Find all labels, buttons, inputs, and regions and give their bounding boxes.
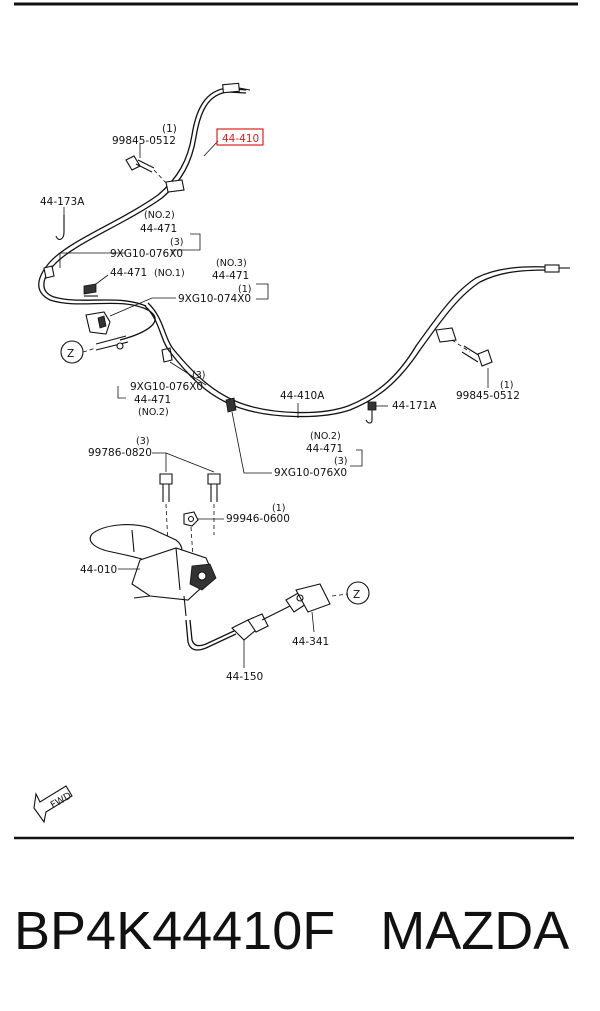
footer-part-number: BP4K44410F [14, 901, 336, 961]
rear-cable-44-410a [144, 264, 570, 418]
fwd-arrow: FWD [33, 785, 74, 824]
front-cable-44-410 [38, 82, 251, 341]
label-no2-top: (NO.2) [144, 210, 175, 221]
label-9xg10-076x0-bottom: 9XG10-076X0 [274, 467, 347, 479]
label-44-150: 44-150 [226, 671, 263, 683]
bolts-99786-0820 [159, 473, 221, 546]
label-no2-bottom: (NO.2) [310, 431, 341, 442]
equalizer-bracket [85, 311, 129, 351]
label-9xg10-076x0-left: 9XG10-076X0 [130, 381, 203, 393]
cable-bracket-44-341 [261, 583, 331, 633]
qty-3-bolt: (3) [136, 436, 149, 447]
label-44-010: 44-010 [80, 564, 117, 576]
qty-99845-0512-right: (1) [500, 380, 513, 391]
label-no3: (NO.3) [216, 258, 247, 269]
label-9xg10-076x0-top: 9XG10-076X0 [110, 248, 183, 260]
label-no1: (NO.1) [154, 268, 185, 279]
label-44-471-top: 44-471 [140, 223, 177, 235]
detail-z-callout-left: Z [60, 340, 97, 364]
label-44-471-no1: 44-471 [110, 267, 147, 279]
detail-z-callout-right: Z [331, 581, 370, 605]
clip-44-171a [365, 401, 377, 424]
qty-3-left: (3) [192, 370, 205, 381]
label-44-471-bottom: 44-471 [306, 443, 343, 455]
label-9xg10-074x0: 9XG10-074X0 [178, 293, 251, 305]
parking-brake-lever-44-010 [89, 524, 217, 617]
nut-99946-0600 [183, 511, 199, 559]
label-44-341: 44-341 [292, 636, 329, 648]
label-44-173a: 44-173A [40, 196, 85, 208]
label-44-171a: 44-171A [392, 400, 437, 412]
label-44-471-left: 44-471 [134, 394, 171, 406]
z-label-left: Z [67, 348, 74, 360]
cable-clip-no2-top [43, 265, 55, 279]
label-44-410a: 44-410A [280, 390, 325, 402]
qty-1-mid: (1) [238, 284, 251, 295]
label-no2-left: (NO.2) [138, 407, 169, 418]
label-99845-0512-top: 99845-0512 [112, 135, 176, 147]
clip-44-173a [55, 207, 65, 241]
cable-clip-no2-left [161, 347, 173, 363]
qty-3-bottom: (3) [334, 456, 347, 467]
qty-1-nut: (1) [272, 503, 285, 514]
label-99786-0820: 99786-0820 [88, 447, 152, 459]
bolt-99845-0512-right [451, 339, 493, 388]
bolt-99845-0512-top [125, 155, 169, 186]
cable-clip-no1 [83, 283, 98, 297]
qty-3-top: (3) [170, 237, 183, 248]
label-44-471-no3: 44-471 [212, 270, 249, 282]
label-99845-0512-right: 99845-0512 [456, 390, 520, 402]
lever-rod-44-150 [185, 613, 269, 668]
qty-99845-0512-top: (1) [162, 123, 177, 135]
footer-brand: MAZDA [380, 901, 570, 961]
highlight-box-44-410 [216, 128, 264, 146]
callout-labels: (1) 99845-0512 44-410 44-173A (NO.2) 44-… [40, 123, 520, 683]
label-99946-0600: 99946-0600 [226, 513, 290, 525]
leader-lines [59, 140, 388, 570]
footer-caption: BP4K44410F MAZDA [14, 900, 594, 970]
label-44-410: 44-410 [222, 133, 259, 145]
z-label-right: Z [353, 589, 360, 601]
